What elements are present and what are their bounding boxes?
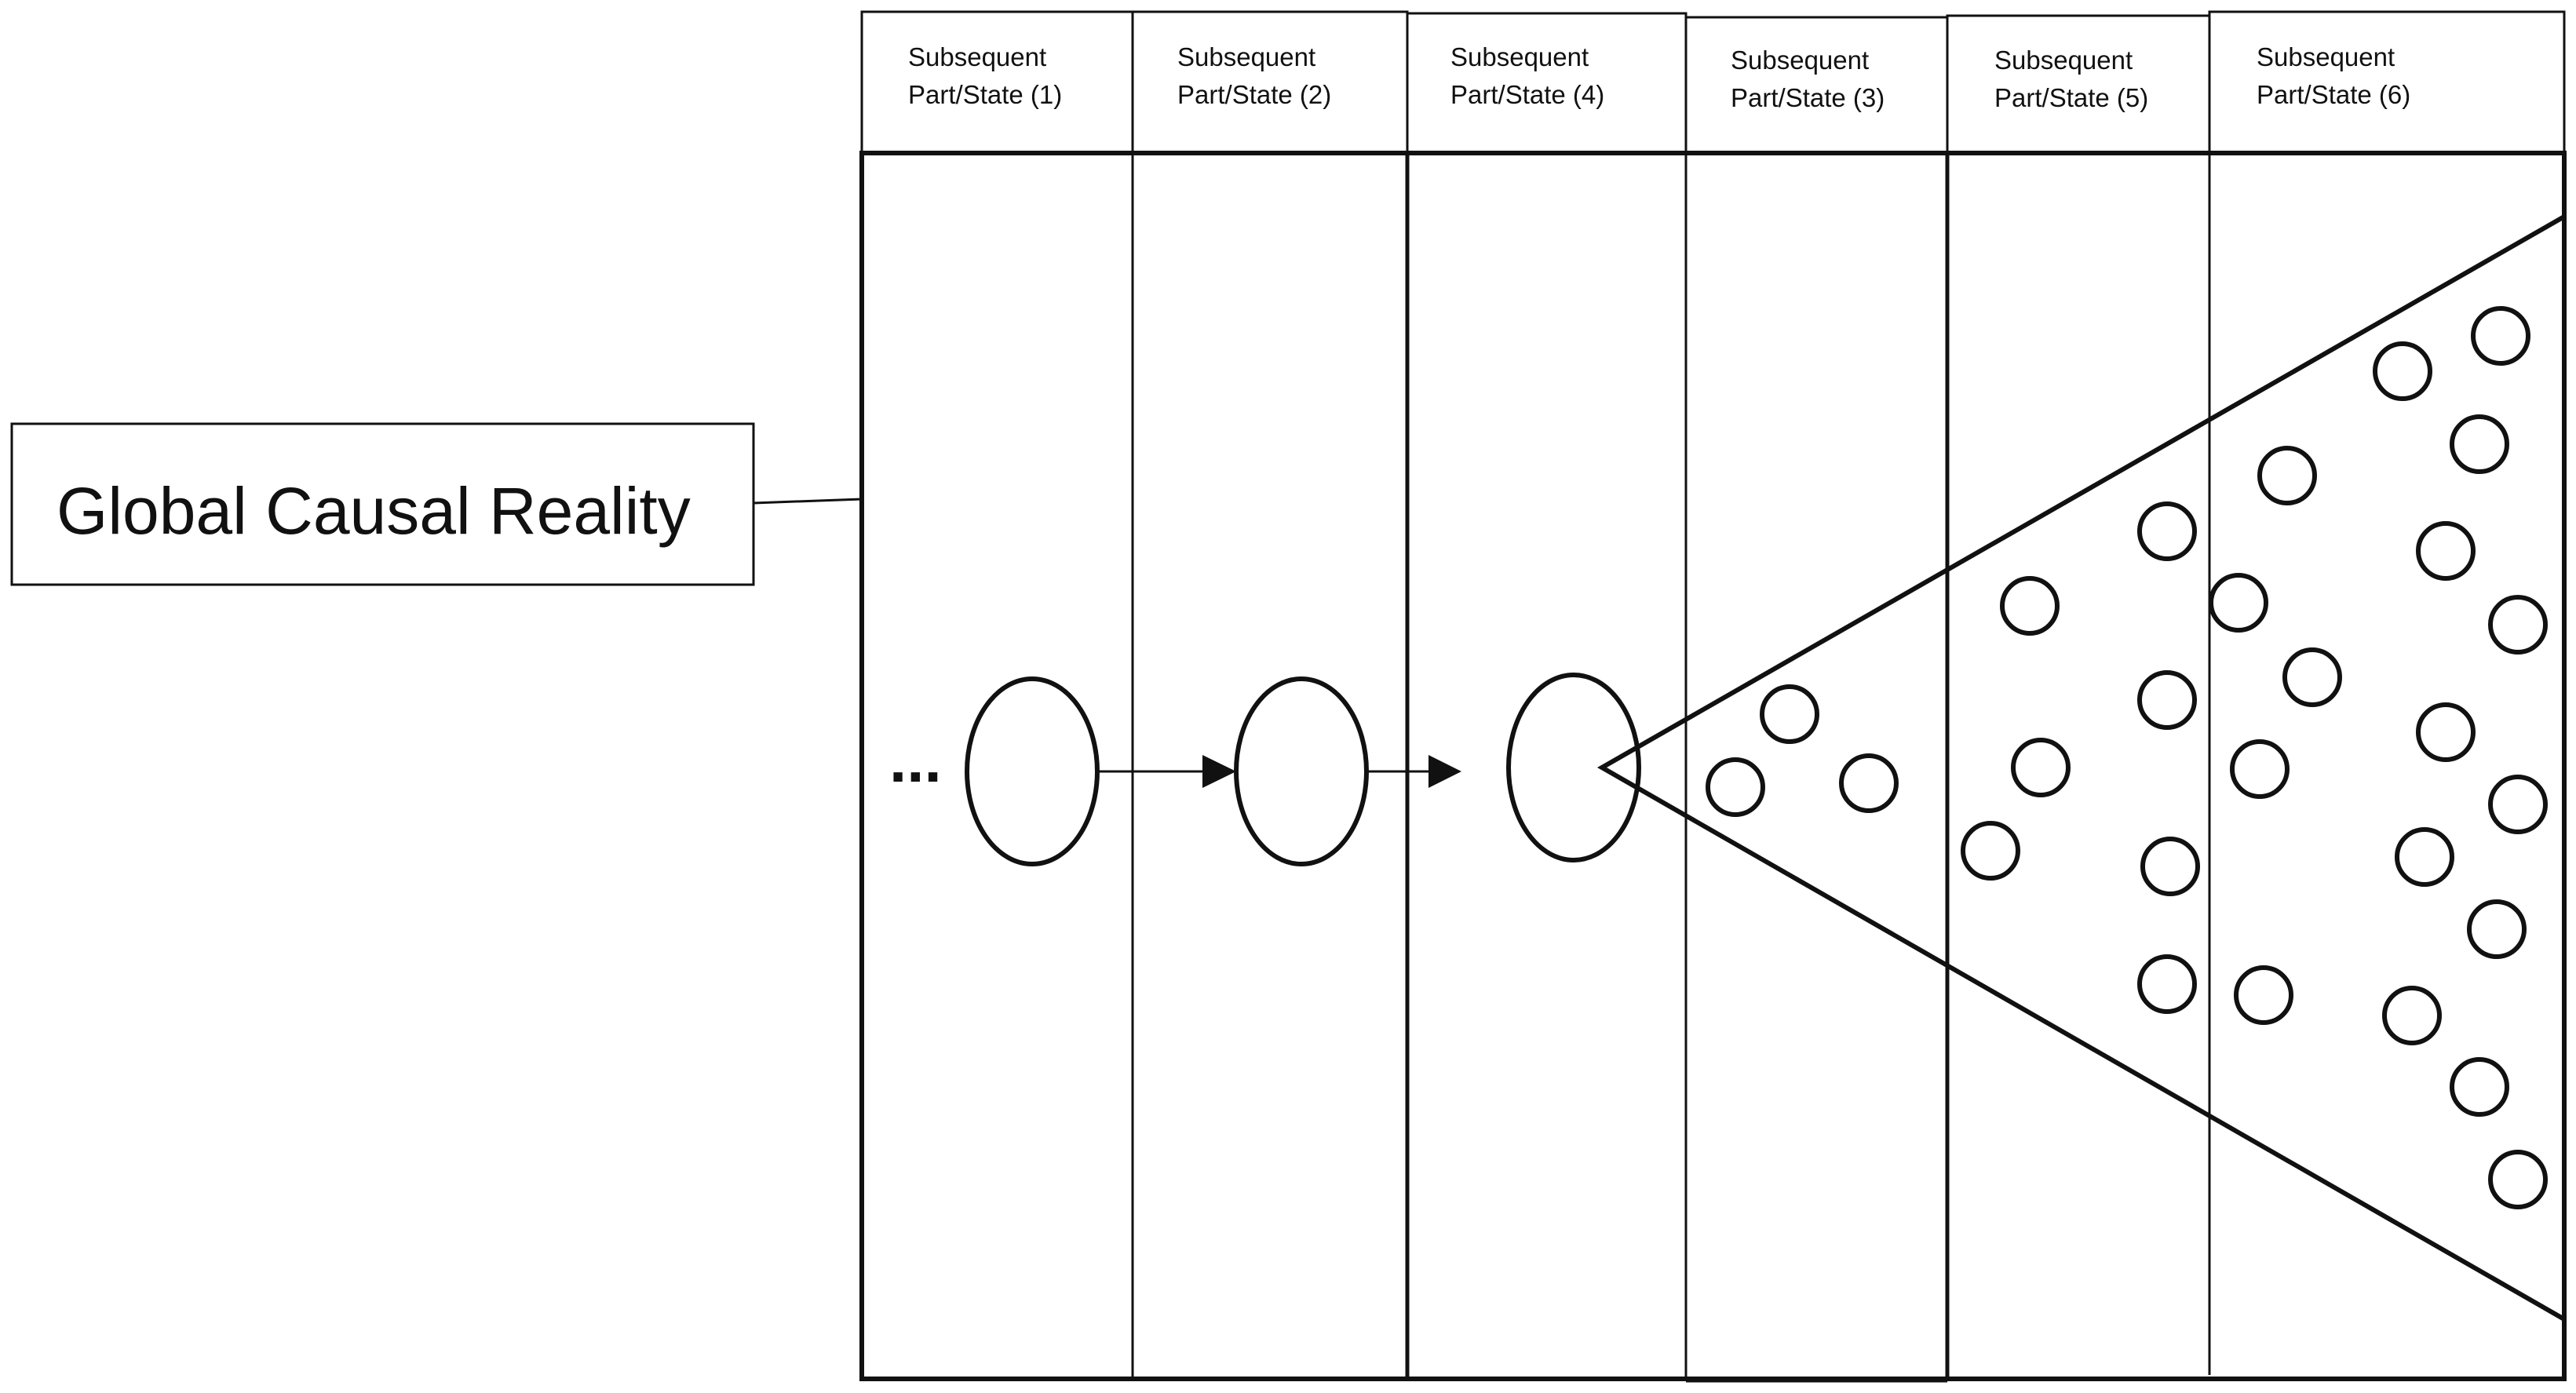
part-circle bbox=[2488, 775, 2548, 834]
part-circle bbox=[2382, 986, 2442, 1045]
label-connector-line bbox=[753, 498, 863, 505]
part-circle bbox=[2395, 827, 2454, 887]
causal-chain bbox=[965, 673, 1641, 866]
part-circle bbox=[1706, 757, 1765, 817]
part-circle bbox=[2450, 1057, 2509, 1117]
part-circle bbox=[1839, 753, 1899, 813]
ellipsis-text: ... bbox=[889, 725, 942, 795]
column-header-6: Subsequent Part/State (6) bbox=[2257, 42, 2410, 109]
part-circle bbox=[2137, 954, 2197, 1014]
arrow-1-head bbox=[1202, 755, 1236, 788]
part-circle bbox=[2000, 576, 2060, 636]
column-header-1-line1: Subsequent bbox=[908, 42, 1046, 71]
column-header-2-line1: Subsequent bbox=[1177, 42, 1315, 71]
column-header-6-line1: Subsequent bbox=[2257, 42, 2395, 71]
expanding-cone bbox=[1596, 214, 2566, 1322]
part-circle bbox=[2488, 1150, 2548, 1209]
column-header-2-line2: Part/State (2) bbox=[1177, 80, 1331, 109]
part-circle bbox=[2450, 414, 2509, 474]
part-circle bbox=[2230, 739, 2290, 799]
column-header-1-line2: Part/State (1) bbox=[908, 80, 1062, 109]
part-circle bbox=[2137, 670, 2197, 730]
part-circle bbox=[1961, 821, 2020, 881]
part-circle bbox=[1760, 684, 1819, 744]
part-circle bbox=[2488, 595, 2548, 655]
global-causal-reality-label: Global Causal Reality bbox=[57, 474, 691, 548]
part-circle bbox=[2257, 446, 2317, 505]
part-circle bbox=[2471, 306, 2530, 366]
column-body-row bbox=[859, 151, 2567, 1383]
subsequent-parts-circles bbox=[1706, 306, 2548, 1209]
global-causal-reality-box: Global Causal Reality bbox=[10, 422, 755, 586]
column-header-5: Subsequent Part/State (5) bbox=[1994, 46, 2148, 112]
part-circle bbox=[2467, 899, 2527, 959]
state-node-3 bbox=[1506, 673, 1641, 862]
column-header-1: Subsequent Part/State (1) bbox=[908, 42, 1062, 109]
column-header-5-line1: Subsequent bbox=[1994, 46, 2133, 75]
column-header-3-line1: Subsequent bbox=[1450, 42, 1589, 71]
part-circle bbox=[2011, 738, 2071, 797]
column-header-4-line1: Subsequent bbox=[1731, 46, 1869, 75]
column-header-3-line2: Part/State (4) bbox=[1450, 80, 1604, 109]
state-node-2 bbox=[1234, 676, 1369, 866]
column-header-5-line2: Part/State (5) bbox=[1994, 83, 2148, 112]
column-header-3: Subsequent Part/State (4) bbox=[1450, 42, 1604, 109]
column-header-2: Subsequent Part/State (2) bbox=[1177, 42, 1331, 109]
part-circle bbox=[2209, 573, 2268, 633]
state-node-1 bbox=[965, 676, 1100, 866]
part-circle bbox=[2140, 837, 2200, 896]
part-circle bbox=[2137, 501, 2197, 561]
column-header-4: Subsequent Part/State (3) bbox=[1731, 46, 1885, 112]
part-circle bbox=[2282, 647, 2342, 707]
part-circle bbox=[2416, 702, 2476, 762]
part-circle bbox=[2373, 341, 2432, 401]
part-circle bbox=[2416, 521, 2476, 581]
column-header-4-line2: Part/State (3) bbox=[1731, 83, 1885, 112]
arrow-2-head bbox=[1428, 755, 1461, 788]
part-circle bbox=[2234, 965, 2293, 1025]
column-header-6-line2: Part/State (6) bbox=[2257, 80, 2410, 109]
